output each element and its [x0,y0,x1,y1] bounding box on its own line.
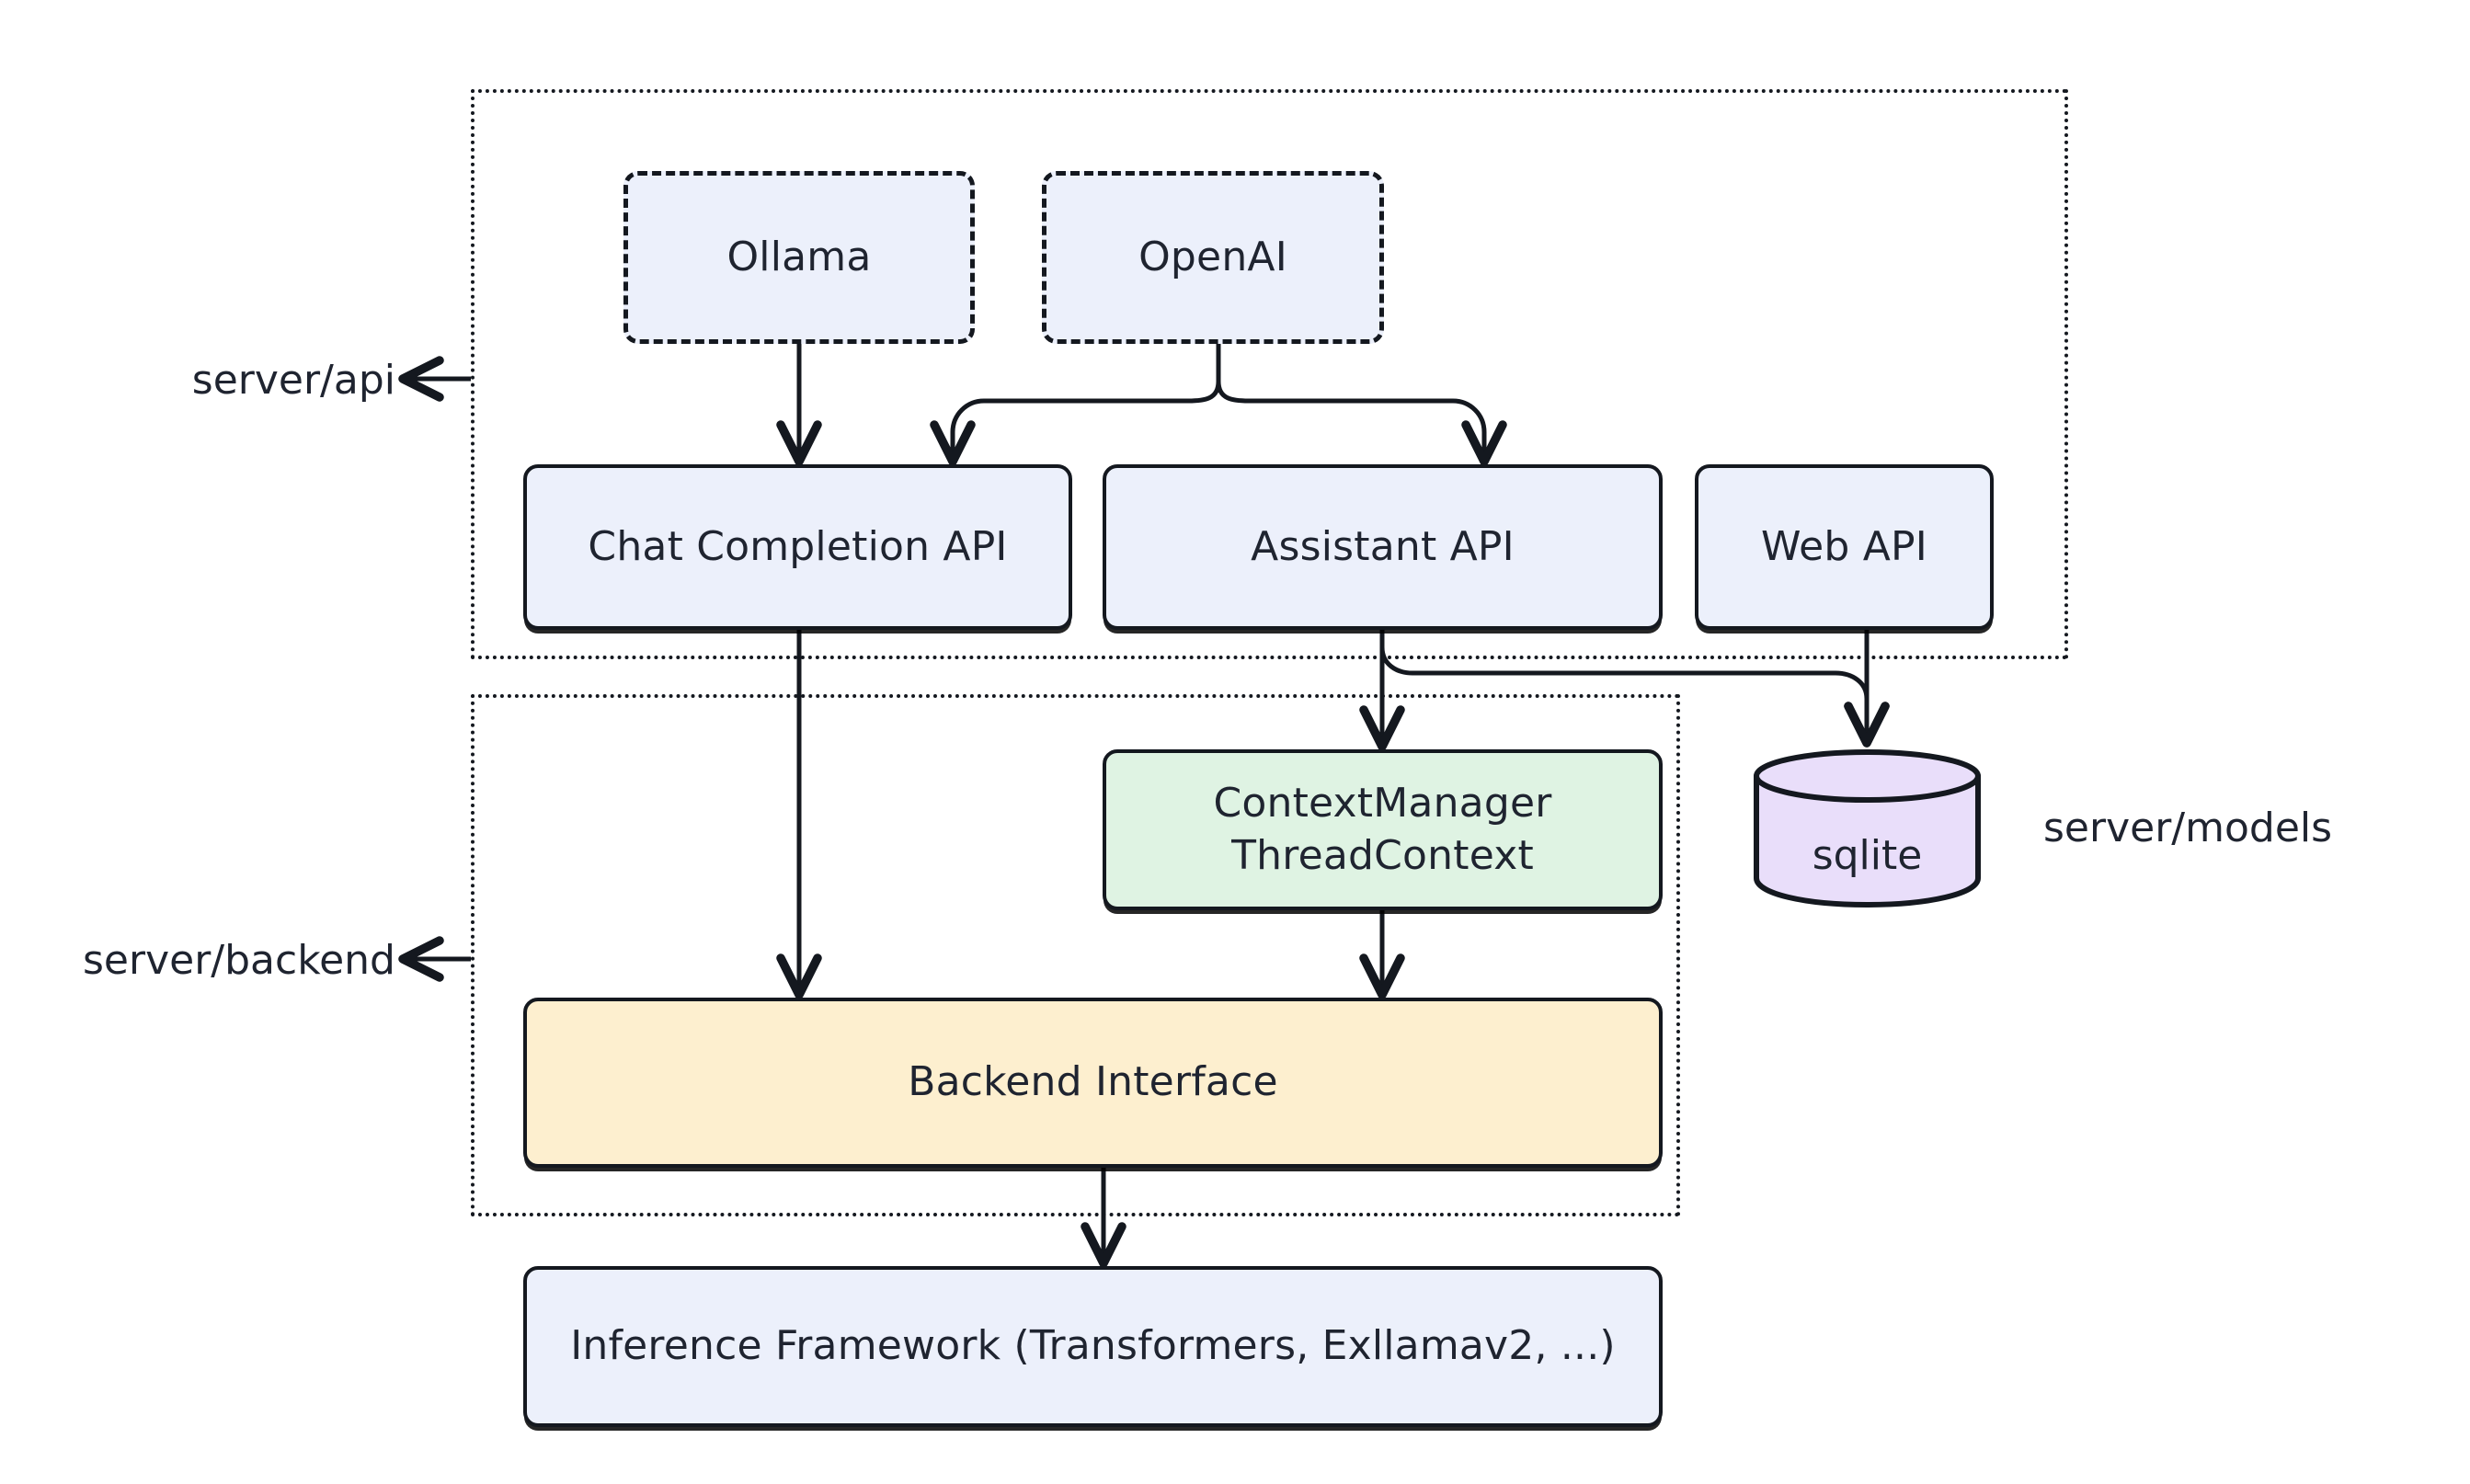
group-server-api [471,89,2068,659]
node-context-manager-label-line2: ThreadContext [1231,831,1534,879]
node-assistant-api-label: Assistant API [1251,522,1515,570]
node-sqlite-label: sqlite [1812,832,1923,879]
group-server-backend [471,694,1680,1216]
node-context-manager-label-line1: ContextManager [1213,780,1552,828]
node-web-api[interactable]: Web API [1695,464,1994,630]
cylinder-icon [1754,749,1981,908]
node-inference-framework[interactable]: Inference Framework (Transformers, Exlla… [523,1266,1663,1427]
node-openai-label: OpenAI [1138,233,1287,280]
label-server-backend: server/backend [83,937,395,984]
node-sqlite[interactable]: sqlite [1750,747,1984,908]
node-inference-framework-label: Inference Framework (Transformers, Exlla… [570,1322,1616,1370]
label-server-models: server/models [2043,805,2333,851]
node-backend-interface-label: Backend Interface [908,1058,1278,1106]
node-ollama-label: Ollama [726,233,872,280]
node-context-manager[interactable]: ContextManager ThreadContext [1103,749,1663,910]
node-web-api-label: Web API [1761,522,1927,570]
node-ollama[interactable]: Ollama [623,171,975,344]
label-server-api: server/api [191,357,395,404]
node-chat-completion-api[interactable]: Chat Completion API [523,464,1072,630]
node-chat-completion-api-label: Chat Completion API [588,522,1008,570]
node-openai[interactable]: OpenAI [1042,171,1384,344]
node-assistant-api[interactable]: Assistant API [1103,464,1663,630]
node-backend-interface[interactable]: Backend Interface [523,998,1663,1168]
